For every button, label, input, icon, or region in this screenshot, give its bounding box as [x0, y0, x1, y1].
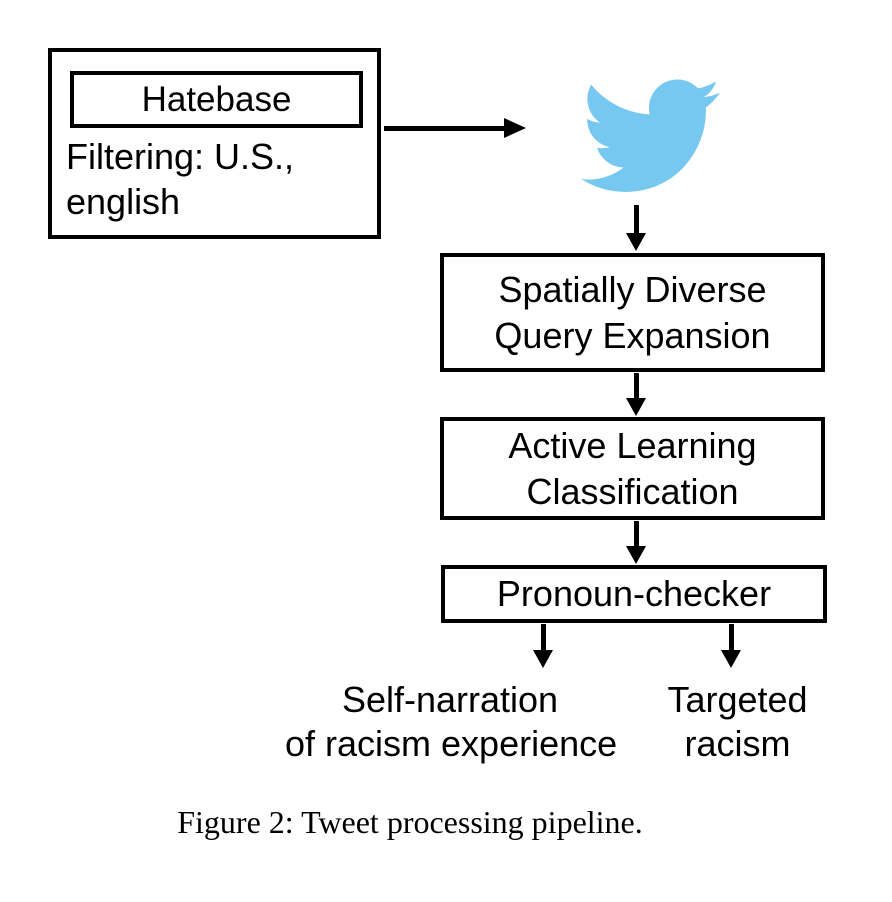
filtering-line-2: english [66, 181, 181, 222]
arrow-head [504, 118, 526, 138]
step-label-line-1: Spatially Diverse [498, 268, 767, 310]
arrow-shaft [634, 205, 639, 233]
filtering-line-1: Filtering: U.S., [66, 136, 295, 177]
arrow-shaft [729, 624, 734, 650]
arrow-step1-to-step2 [626, 373, 646, 416]
output-self-narration: Self-narration of racism experience [285, 678, 618, 766]
twitter-bird-path [581, 79, 720, 192]
arrow-step3-to-self-narration [533, 624, 553, 668]
step-active-learning-classification: Active Learning Classification [440, 417, 825, 520]
output-label-line-1: Self-narration [341, 679, 559, 720]
output-label-line-2: racism [684, 723, 791, 764]
arrow-step3-to-targeted-racism [721, 624, 741, 668]
arrow-step2-to-step3 [626, 521, 646, 564]
output-label-line-1: Targeted [667, 679, 808, 720]
filtering-note: Filtering: U.S., english [66, 134, 294, 224]
step-label-line-1: Active Learning [508, 424, 757, 466]
step-label-line-1: Pronoun-checker [496, 573, 772, 614]
arrow-head [626, 546, 646, 564]
arrow-head [626, 398, 646, 416]
twitter-bird-icon [556, 70, 742, 198]
arrow-twitter-to-step1 [626, 205, 646, 251]
step-label-line-2: Classification [526, 470, 739, 512]
step-spatially-diverse-query-expansion: Spatially Diverse Query Expansion [440, 253, 825, 372]
output-label-line-2: of racism experience [285, 723, 618, 764]
arrow-head [626, 233, 646, 251]
hatebase-filter-box: Hatebase Filtering: U.S., english [48, 48, 381, 239]
step-pronoun-checker: Pronoun-checker [441, 565, 827, 623]
arrow-hatebase-to-twitter [384, 118, 526, 138]
arrow-head [721, 650, 741, 668]
arrow-shaft [634, 521, 639, 546]
hatebase-label: Hatebase [141, 79, 292, 119]
output-targeted-racism: Targeted racism [645, 678, 830, 766]
arrow-head [533, 650, 553, 668]
arrow-shaft [384, 126, 506, 131]
figure-caption: Figure 2: Tweet processing pipeline. [177, 804, 643, 840]
hatebase-box: Hatebase [70, 71, 363, 128]
arrow-shaft [634, 373, 639, 398]
step-label-line-2: Query Expansion [494, 314, 771, 356]
arrow-shaft [541, 624, 546, 650]
